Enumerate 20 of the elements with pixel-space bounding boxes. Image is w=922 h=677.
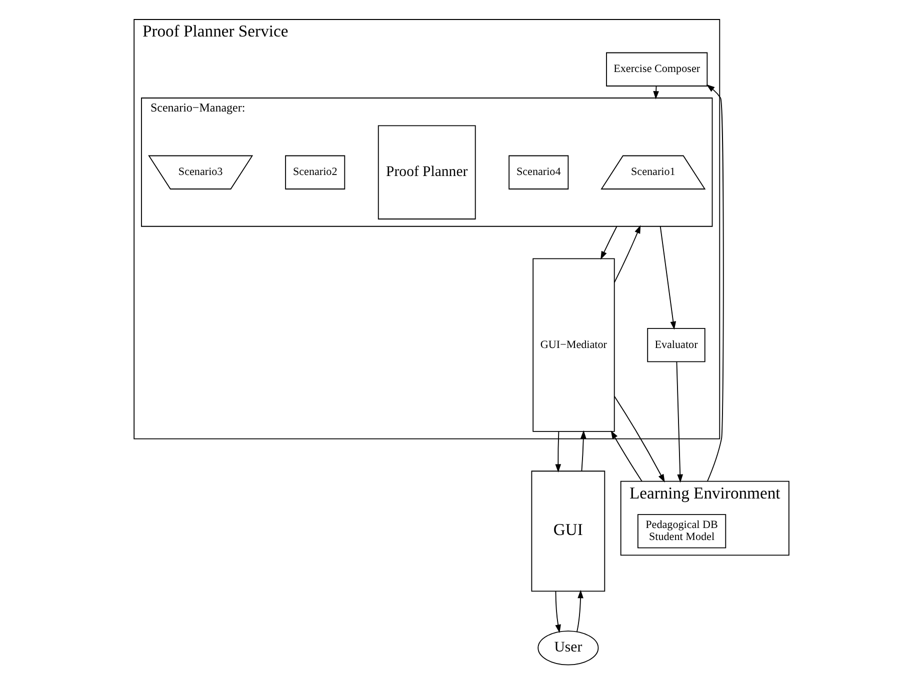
node-box: Evaluator [646, 328, 705, 362]
arrow [706, 84, 724, 482]
node-box: Proof Planner [377, 125, 476, 220]
node-box: GUI [530, 470, 605, 592]
arrow [613, 225, 640, 283]
node-ellipse: User [537, 630, 598, 666]
node-box: Pedagogical DB Student Model [636, 514, 726, 548]
node-box: Scenario2 [284, 155, 345, 190]
arrow [554, 431, 561, 472]
arrow [659, 226, 676, 330]
arrow [610, 430, 642, 482]
arrow [576, 590, 583, 632]
arrow [614, 396, 664, 483]
node-box: Scenario4 [508, 155, 568, 190]
node-box: Exercise Composer [606, 52, 708, 86]
arrow [580, 430, 586, 472]
node-box: GUI−Mediator [532, 258, 614, 432]
arrow [600, 226, 617, 260]
arrow [554, 590, 560, 633]
arrow [676, 361, 682, 483]
